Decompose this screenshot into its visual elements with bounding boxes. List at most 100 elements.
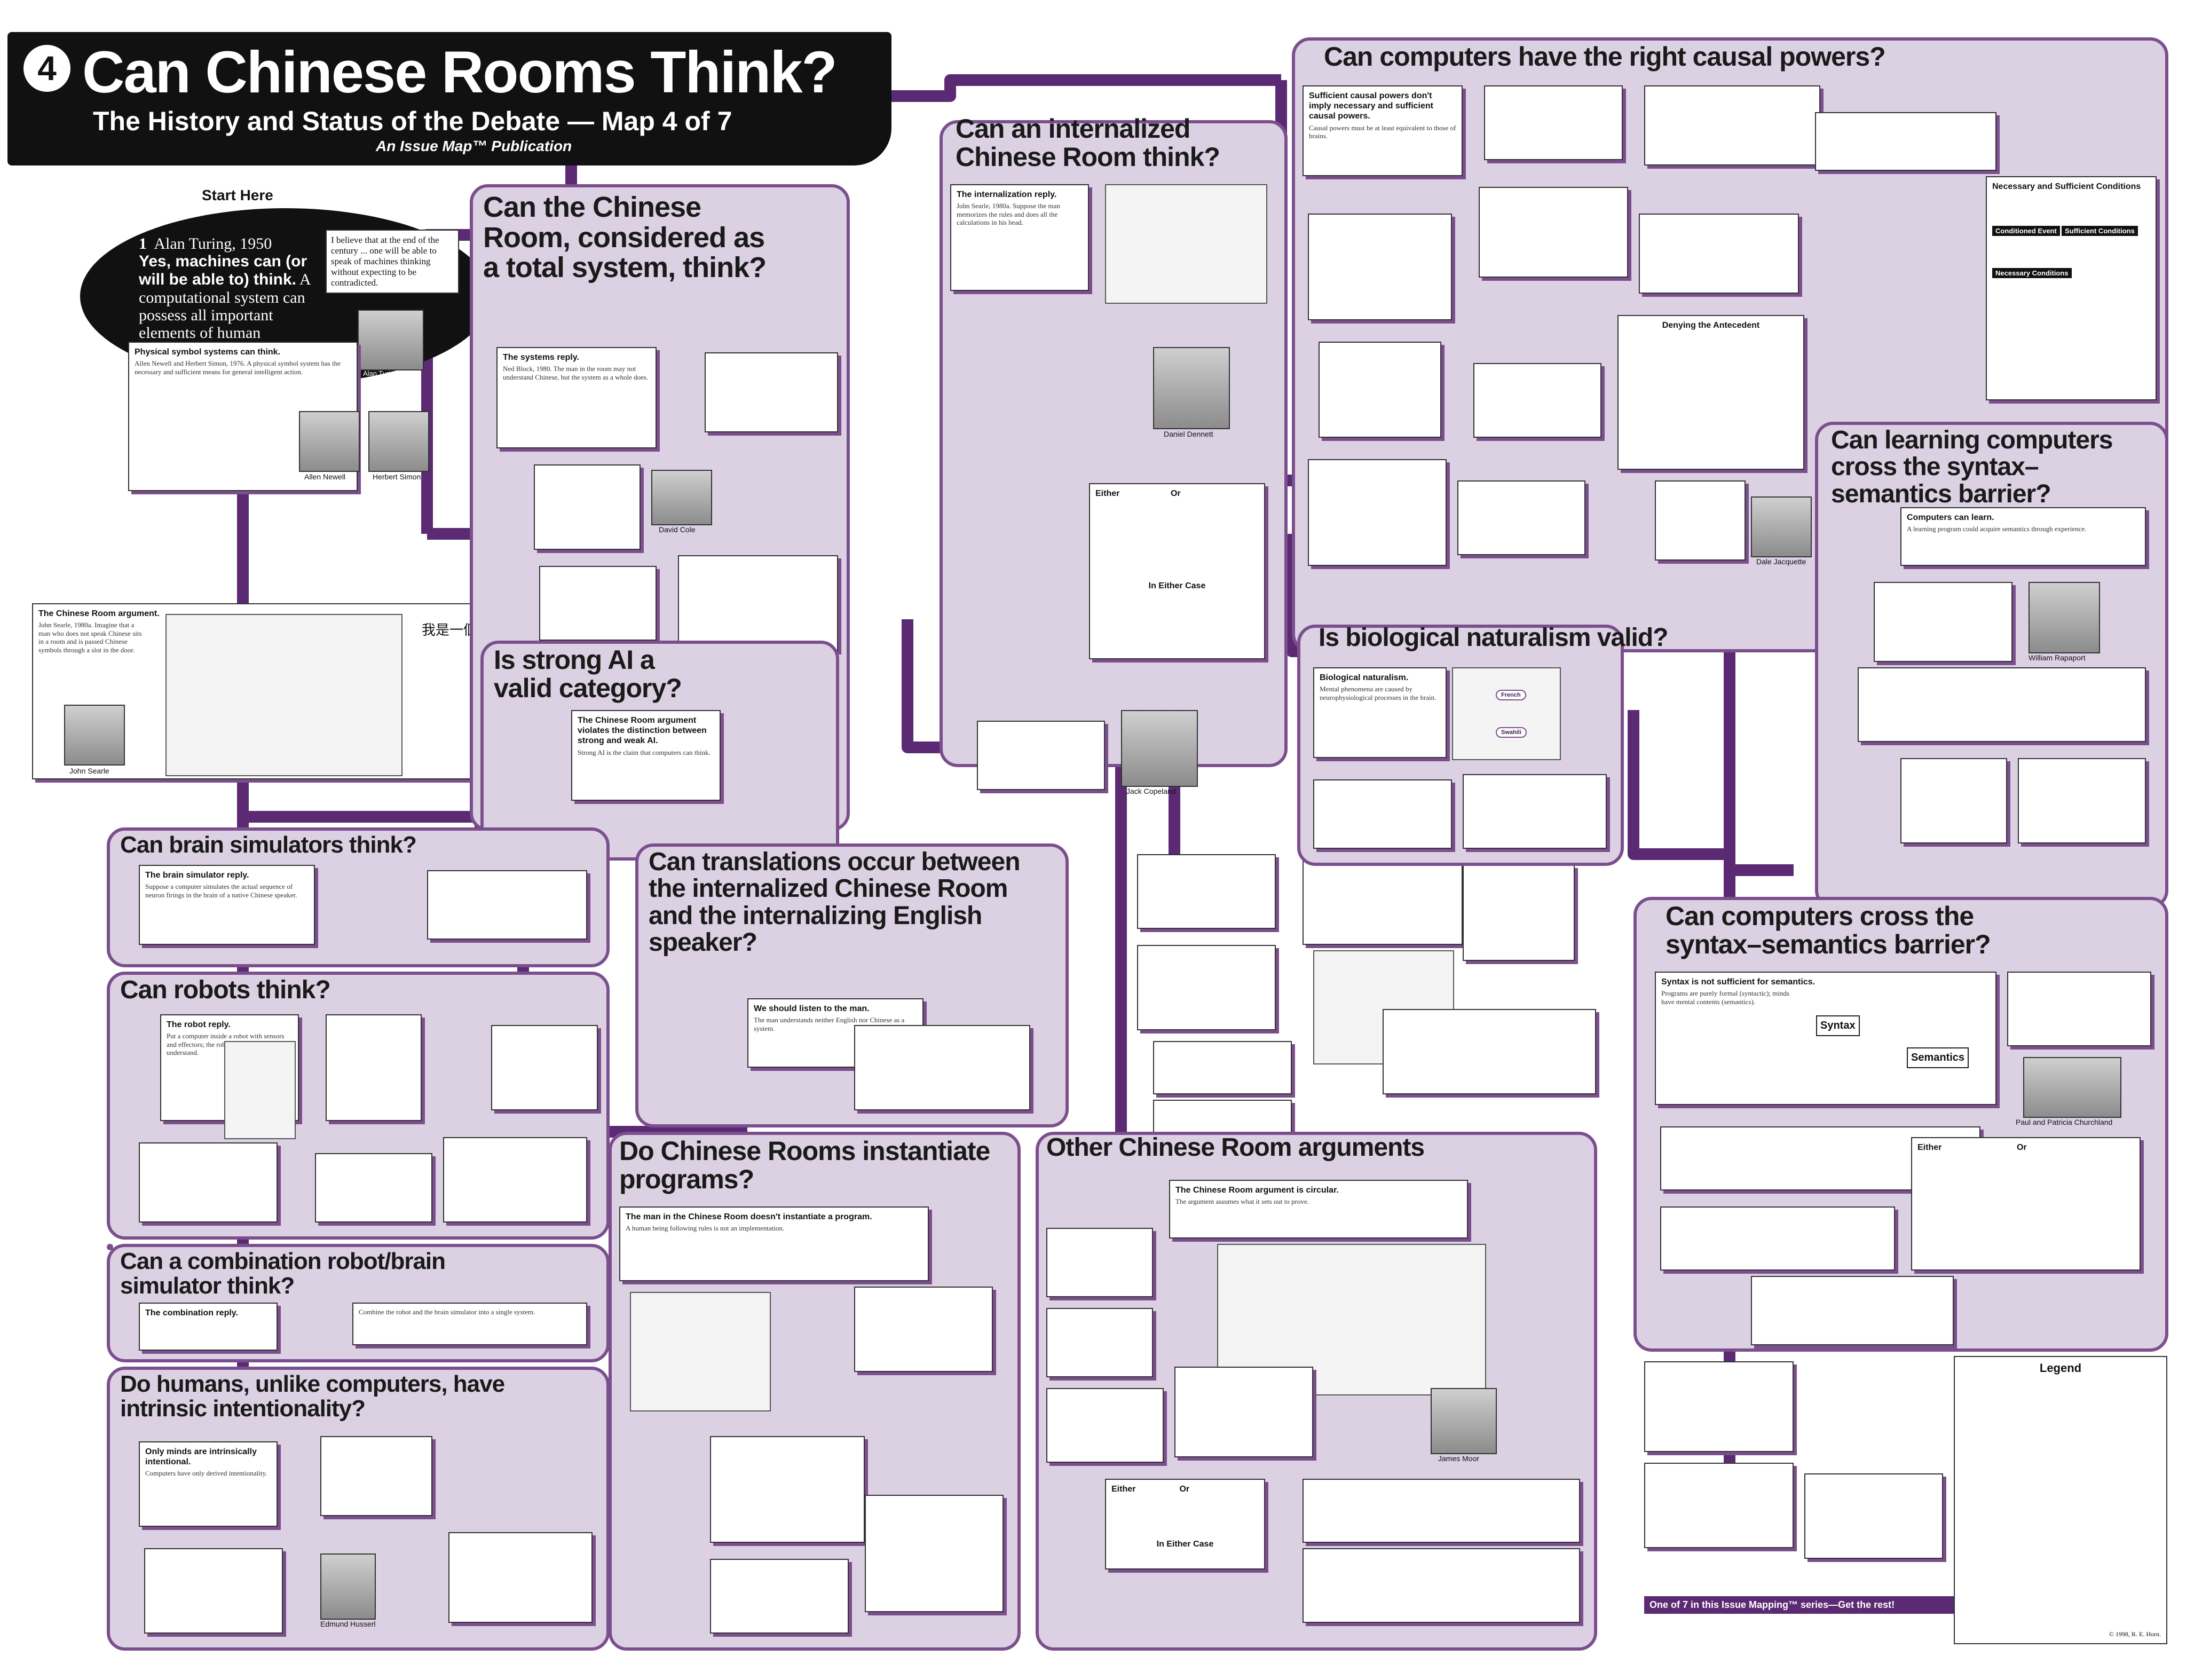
series-footer: One of 7 in this Issue Mapping™ series—G… (1644, 1596, 1954, 1614)
card-heading: Syntax is not sufficient for semantics. (1661, 977, 1816, 987)
region-title-causal-powers: Can computers have the right causal powe… (1324, 42, 1886, 72)
region-title-robots: Can robots think? (120, 976, 331, 1004)
learning-card-3 (1900, 758, 2007, 843)
card-heading: The systems reply. (503, 353, 579, 362)
card-body: Suppose a computer simulates the actual … (145, 882, 297, 899)
other-card-4 (1046, 1388, 1164, 1463)
robot-illustration (224, 1041, 296, 1139)
moor-portrait (1431, 1388, 1497, 1454)
card-heading: The internalization reply. (957, 190, 1057, 199)
jacquette-caption: Dale Jacquette (1756, 557, 1806, 566)
other-card: The Chinese Room argument is circular. T… (1169, 1180, 1468, 1239)
denying-antecedent-label: Denying the Antecedent (1662, 321, 1760, 330)
robot-card-4 (139, 1142, 278, 1222)
intentionality-card-3 (144, 1548, 283, 1634)
or-label-2: Or (1179, 1485, 1190, 1494)
copeland-caption: Jack Copeland (1126, 787, 1176, 795)
chain-card-7 (1383, 1009, 1596, 1094)
cole-caption: David Cole (659, 525, 696, 534)
legend-panel: Legend © 1998, R. E. Horn. (1954, 1356, 2167, 1644)
robot-card-6 (443, 1137, 587, 1222)
region-title-brain-sim: Can brain simulators think? (120, 832, 417, 858)
brain-sim-card-2 (427, 870, 587, 940)
rapaport-portrait (2029, 582, 2100, 653)
card-body: A learning program could acquire semanti… (1907, 525, 2087, 533)
in-either-case-label: In Either Case (1148, 581, 1206, 591)
or-label-3: Or (2016, 1143, 2027, 1152)
card-body: The man understands neither English nor … (754, 1016, 905, 1032)
chain-card-2 (1137, 945, 1276, 1030)
churchland-card (2007, 972, 2151, 1046)
region-title-syntax-semantics: Can computers cross the syntax–semantics… (1666, 901, 1991, 959)
either-or-box-3: Either Or (1911, 1137, 2141, 1271)
intentionality-card-4 (448, 1532, 593, 1623)
region-title-learning: Can learning computers cross the syntax–… (1831, 426, 2113, 508)
robot-card-3 (491, 1025, 598, 1110)
causal-card-11 (1457, 480, 1585, 555)
causal-card-10 (1308, 459, 1447, 566)
learning-card: Computers can learn. A learning program … (1900, 507, 2146, 566)
copeland-card (977, 721, 1105, 790)
dennett-portrait (1153, 347, 1230, 429)
syntax-card: Syntax is not sufficient for semantics. … (1655, 972, 1996, 1105)
swahili-label: Swahili (1496, 727, 1527, 738)
card-heading: The combination reply. (145, 1308, 238, 1318)
learning-card-2 (1858, 667, 2146, 742)
card-body: Causal powers must be at least equivalen… (1309, 123, 1456, 140)
other-card-2 (1046, 1228, 1153, 1297)
intentionality-card-2 (320, 1436, 432, 1516)
card-heading: The robot reply. (167, 1020, 231, 1029)
other-card-3 (1046, 1308, 1153, 1377)
card-body: Ned Block, 1980. The man in the room may… (503, 365, 649, 381)
map-number-badge: 4 (23, 45, 70, 92)
searle-portrait (64, 705, 125, 766)
card-body: Mental phenomena are caused by neurophys… (1320, 685, 1436, 701)
card-heading: Computers can learn. (1907, 513, 1994, 522)
systems-reply-card: The systems reply. Ned Block, 1980. The … (496, 347, 657, 448)
map-number: 4 (37, 49, 57, 88)
necessary-conditions-label: Necessary Conditions (1992, 268, 2072, 279)
jacquette-portrait (1751, 496, 1812, 557)
causal-card-7 (1639, 214, 1799, 294)
rapaport-caption: William Rapaport (2029, 653, 2086, 662)
card-heading: We should listen to the man. (754, 1004, 870, 1013)
language-room-illustration: French Swahili (1452, 667, 1561, 760)
card-heading: The Chinese Room argument. (38, 609, 160, 618)
bottom-card-2 (1644, 1463, 1794, 1548)
translation-card-2 (854, 1025, 1030, 1110)
bottom-card-3 (1804, 1473, 1943, 1559)
simon-caption: Herbert Simon (373, 472, 421, 481)
chinese-room-illustration (165, 614, 402, 776)
card-heading: Only minds are intrinsically intentional… (145, 1447, 257, 1467)
region-title-internalized: Can an internalized Chinese Room think? (956, 114, 1220, 172)
chain-card-6 (1463, 865, 1575, 961)
bottom-card-1 (1644, 1361, 1794, 1452)
head-with-room-illustration (1105, 184, 1267, 304)
chain-card-5 (1303, 854, 1463, 945)
legend-title: Legend (2039, 1361, 2082, 1375)
cole-portrait (651, 470, 712, 525)
chain-card-3 (1153, 1041, 1292, 1094)
or-label: Or (1170, 489, 1181, 498)
other-card-7 (1303, 1548, 1580, 1623)
card-body: John Searle, 1980a. Suppose the man memo… (957, 202, 1060, 227)
card-body: Combine the robot and the brain simulato… (359, 1308, 535, 1316)
card-heading: The man in the Chinese Room doesn't inst… (626, 1212, 872, 1221)
learning-card-4 (2018, 758, 2146, 843)
either-or-box-1: Either Or In Either Case (1089, 483, 1265, 659)
french-label: French (1496, 690, 1526, 700)
causal-card-5 (1308, 214, 1452, 320)
churchland-portrait (2023, 1057, 2121, 1118)
start-here-label: Start Here (202, 187, 273, 203)
systems-reply-card-2 (705, 352, 838, 432)
instantiate-card-4 (710, 1559, 849, 1634)
in-either-case-label-2: In Either Case (1156, 1540, 1214, 1549)
copeland-portrait (1121, 710, 1198, 787)
region-title-other: Other Chinese Room arguments (1046, 1133, 1425, 1162)
strong-ai-card: The Chinese Room argument violates the d… (571, 710, 721, 801)
robot-card-2 (326, 1014, 422, 1121)
brain-sim-card: The brain simulator reply. Suppose a com… (139, 865, 315, 945)
necessary-sufficient-box: Necessary and Sufficient Conditions Cond… (1986, 176, 2157, 400)
searle-caption: John Searle (69, 767, 109, 775)
either-or-box-2: Either Or In Either Case (1105, 1479, 1265, 1569)
